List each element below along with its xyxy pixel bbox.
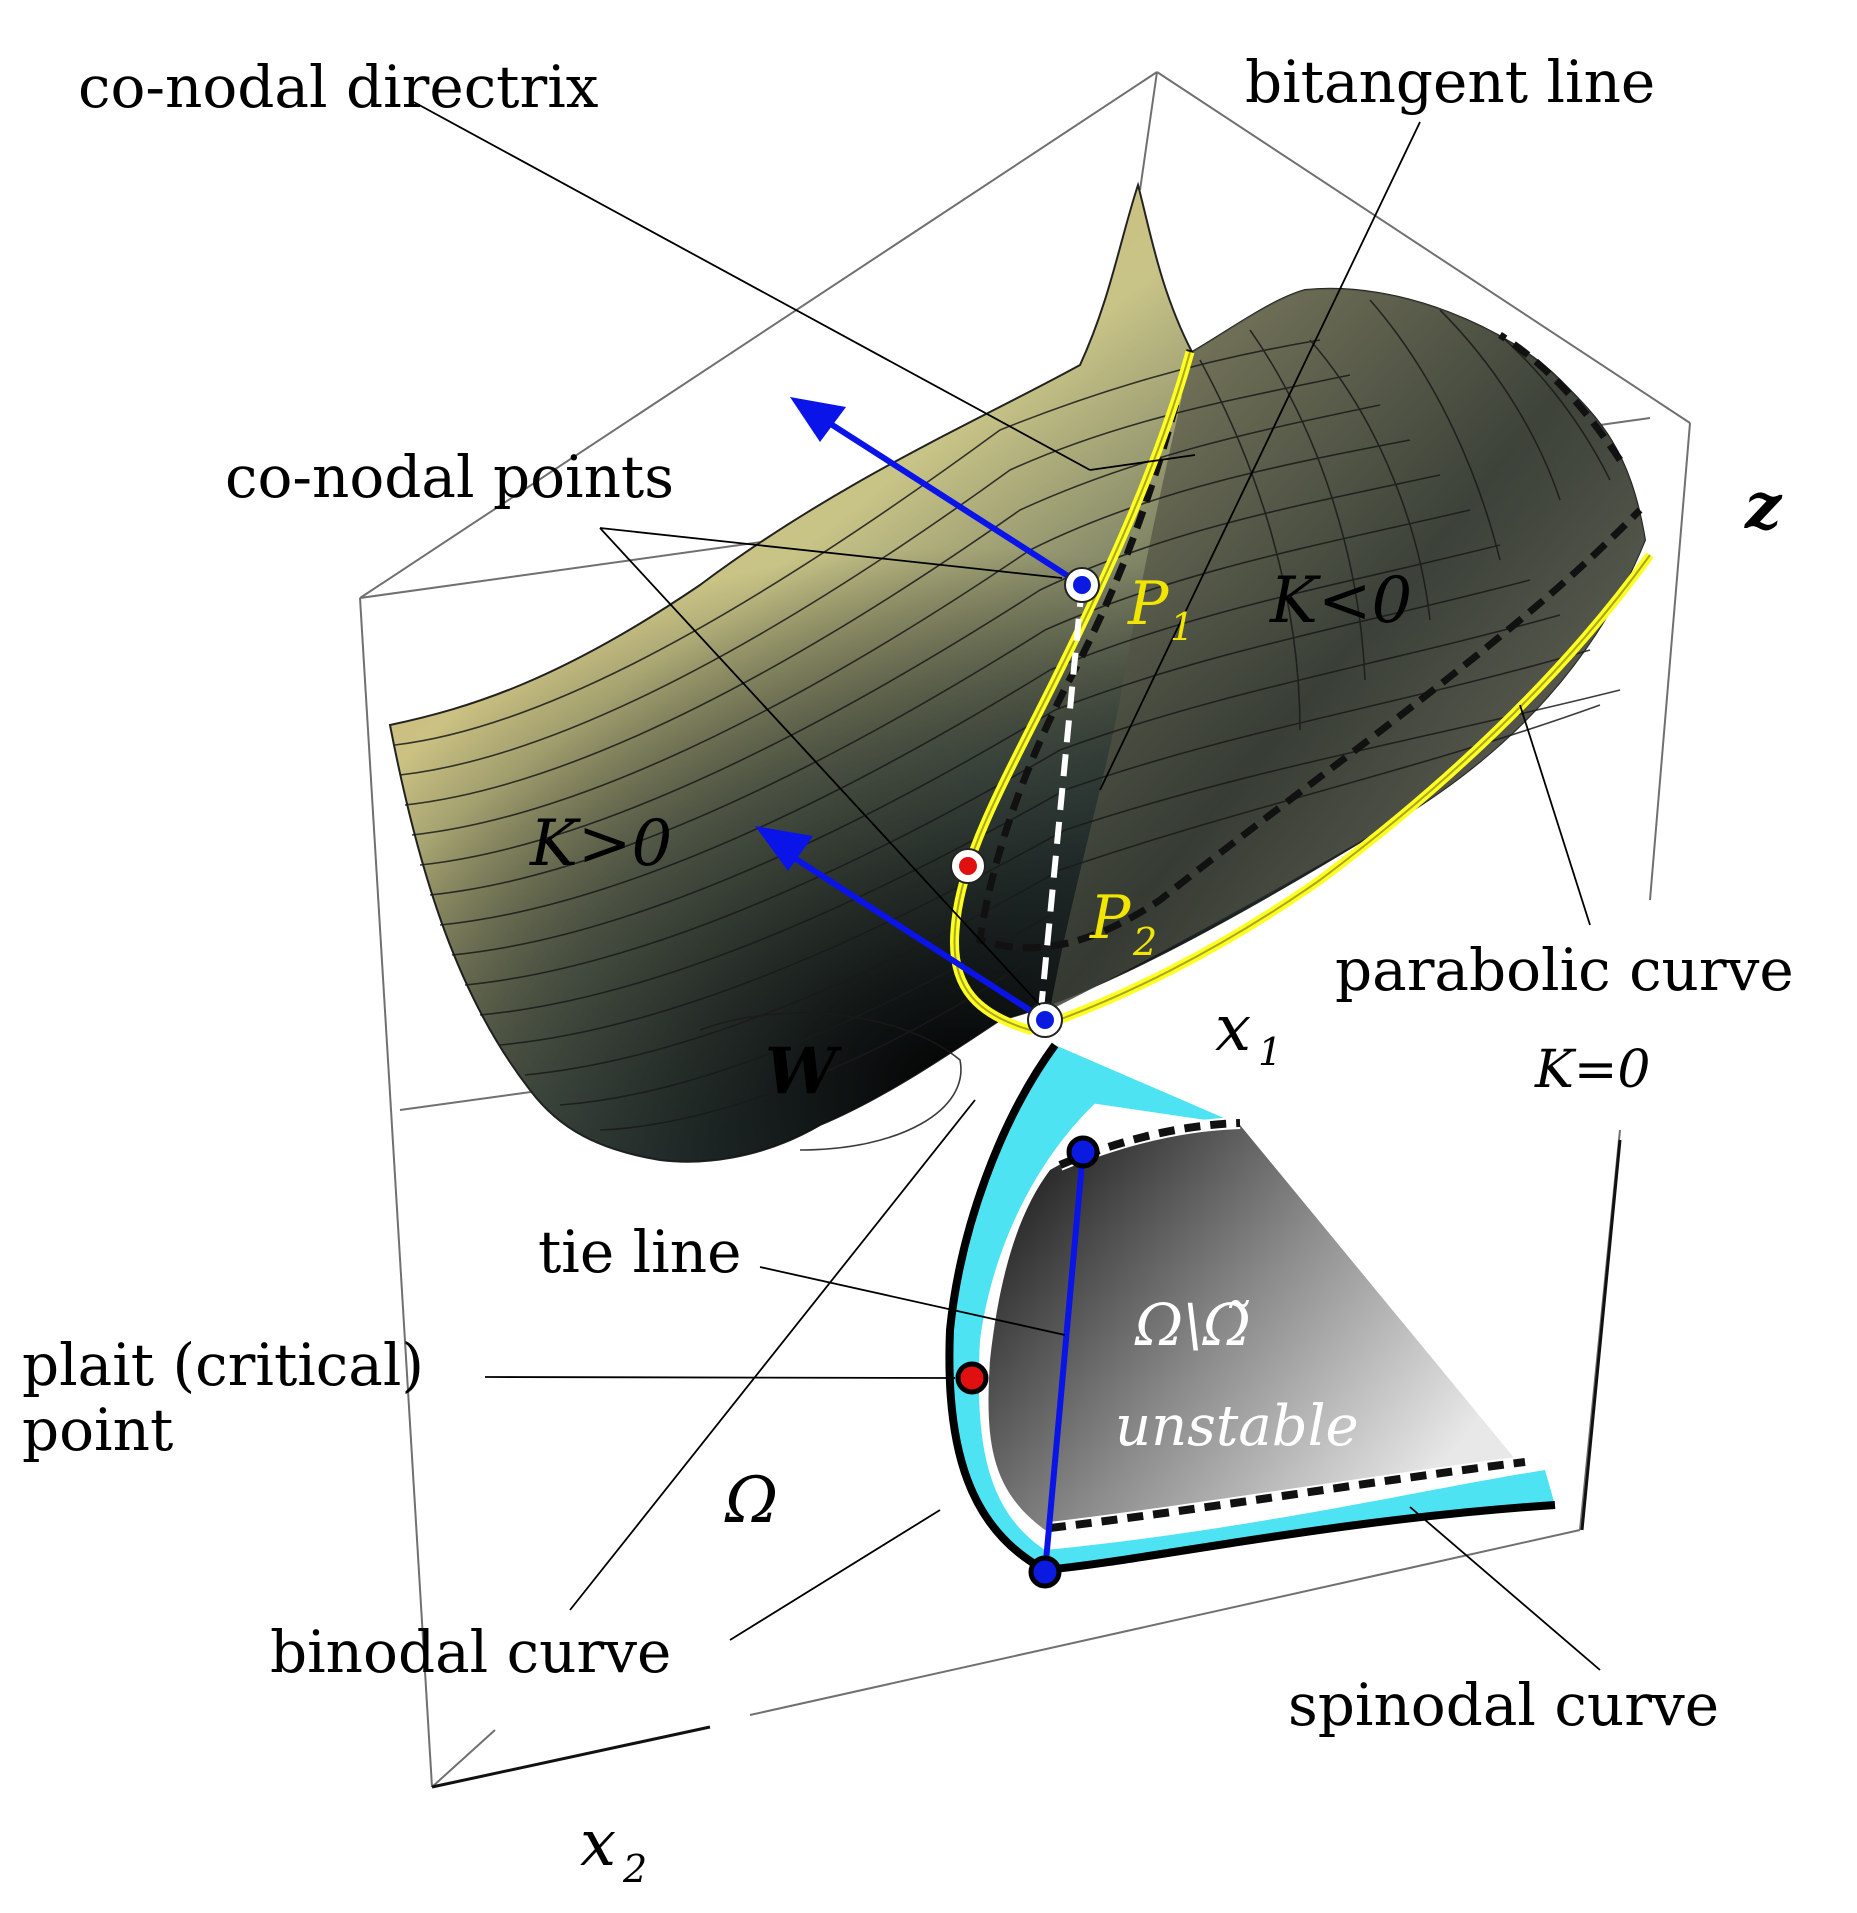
label-x2-subscript: 2: [622, 1847, 647, 1891]
label-k-negative: K<0: [1269, 564, 1412, 638]
label-spinodal-curve: spinodal curve: [1288, 1671, 1719, 1739]
label-tie-line: tie line: [538, 1218, 741, 1286]
label-x1: x: [1215, 992, 1251, 1066]
normal-vector-p2: [780, 847, 1047, 1023]
label-plait-point-line2: point: [22, 1396, 173, 1464]
bounding-box-dark-edges: [431, 1139, 1622, 1789]
tie-line-endpoint-top: [1066, 1135, 1100, 1169]
binodal-curve-projection: [945, 1042, 1556, 1575]
label-p1-subscript: 1: [1170, 605, 1194, 649]
plait-point-surface: [950, 848, 986, 884]
label-co-nodal-points: co-nodal points: [225, 443, 674, 511]
label-p2: P: [1089, 883, 1132, 953]
label-x2: x: [580, 1807, 616, 1881]
labels: co-nodal directrix bitangent line co-nod…: [22, 48, 1794, 1891]
label-x1-subscript: 1: [1258, 1030, 1282, 1074]
label-k-positive: K>0: [529, 807, 672, 881]
projected-region: [945, 1042, 1556, 1575]
normal-vector-p2-arrowhead: [755, 826, 813, 871]
label-omega: Ω: [724, 1464, 778, 1538]
label-omega-region: Ω\Ω̃: [1134, 1291, 1251, 1359]
co-nodal-point-p2: [1027, 1002, 1063, 1038]
label-p1: P: [1127, 569, 1170, 639]
bitangent-line: [1037, 584, 1085, 1021]
label-parabolic-curve: parabolic curve: [1335, 936, 1794, 1004]
label-w: W: [765, 1034, 843, 1109]
tie-line: [1042, 1151, 1086, 1573]
label-p2-subscript: 2: [1132, 920, 1157, 964]
label-z-axis: z: [1744, 469, 1783, 544]
label-k-zero: K=0: [1534, 1040, 1651, 1100]
tie-line-endpoint-bottom: [1028, 1555, 1062, 1589]
label-plait-point-line1: plait (critical): [22, 1331, 424, 1399]
co-nodal-point-p1: [1064, 567, 1100, 603]
leader-lines: [409, 99, 1601, 1671]
parabolic-curve-surface: [976, 332, 1643, 952]
label-co-nodal-directrix: co-nodal directrix: [78, 53, 598, 121]
normal-vector-p1-arrowhead: [790, 397, 846, 442]
binodal-curve-surface: [949, 350, 1654, 1035]
plait-point-projection: [955, 1361, 989, 1395]
label-binodal-curve: binodal curve: [270, 1618, 671, 1686]
free-energy-surface: [388, 181, 1647, 1163]
normal-vector-p1: [810, 409, 1084, 588]
label-unstable: unstable: [1115, 1394, 1359, 1459]
label-bitangent-line: bitangent line: [1245, 48, 1655, 116]
